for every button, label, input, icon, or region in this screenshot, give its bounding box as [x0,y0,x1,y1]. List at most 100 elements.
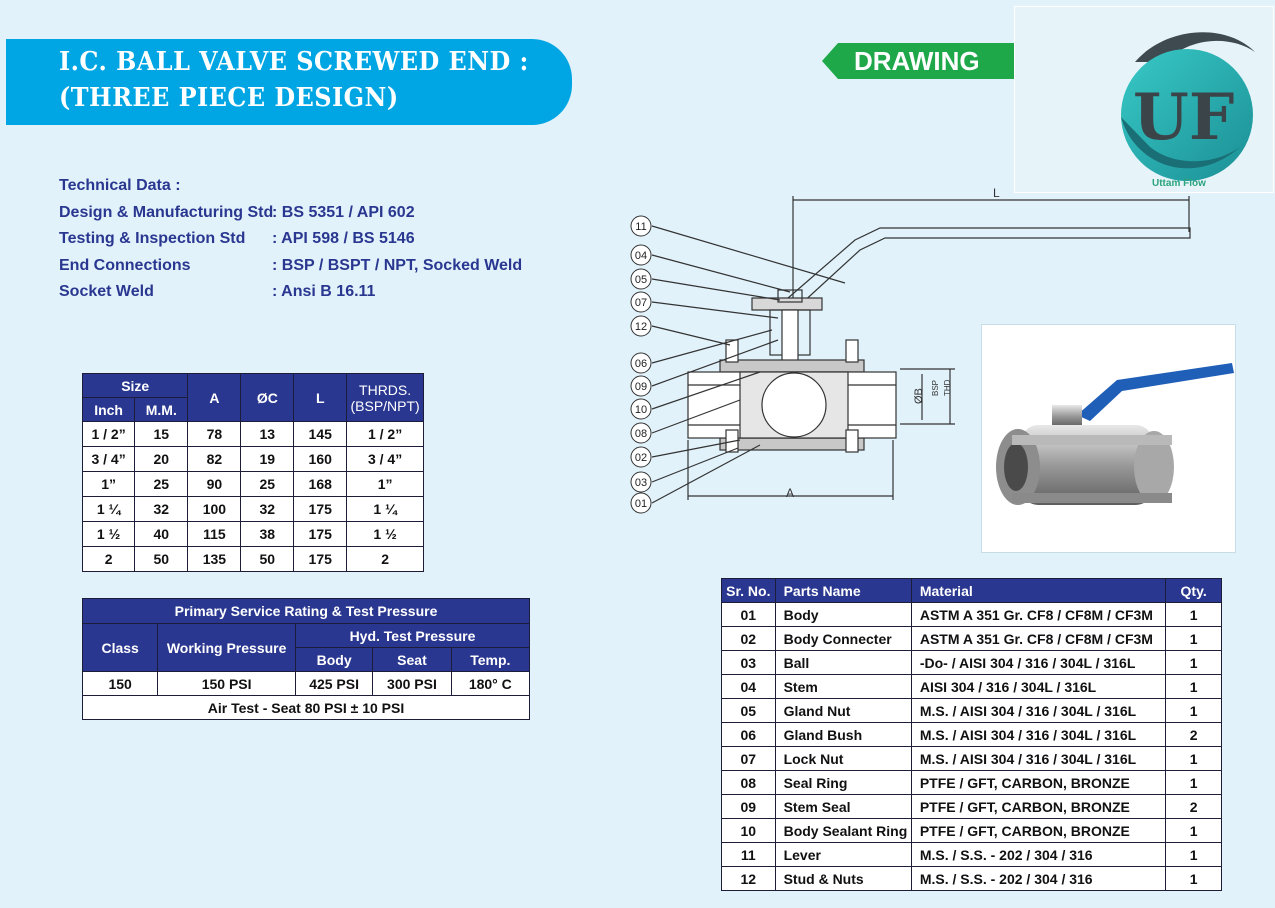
callout-label: 11 [635,221,646,233]
callout-circle-icon [630,244,652,266]
dim-bsp-label: BSP [931,380,940,396]
size-cell: 3 / 4” [81,446,136,472]
dim-l-label: L [993,186,1000,200]
size-cell: 115 [187,521,242,547]
parts-cell: Stud & Nuts [774,866,912,891]
callout-circle-icon [630,375,652,397]
size-cell: 32 [134,496,189,522]
size-cell: 1 ½ [346,521,424,547]
qty-header: Qty. [1165,578,1222,603]
size-cell: 160 [293,446,348,472]
callout-label: 05 [635,274,647,286]
parts-cell: 01 [721,602,776,627]
size-cell: 40 [134,521,189,547]
c-header: ØC [240,373,295,422]
inch-header: Inch [81,397,136,422]
parts-cell: Seal Ring [774,770,912,795]
size-cell: 175 [293,496,348,522]
parts-cell: Body Sealant Ring [774,818,912,843]
parts-cell: ASTM A 351 Gr. CF8 / CF8M / CF3M [910,626,1167,651]
tech-value-design: : BS 5351 / API 602 [272,204,415,221]
parts-cell: Ball [774,650,912,675]
air-test: Air Test - Seat 80 PSI ± 10 PSI [82,695,530,720]
parts-cell: 1 [1165,698,1222,723]
size-cell: 2 [81,546,136,572]
parts-cell: Body [774,602,912,627]
callout-circle-icon [630,446,652,468]
callout-label: 02 [635,452,647,464]
pressure-table: Primary Service Rating & Test Pressure C… [81,598,531,720]
dim-b-label: ØB [913,388,925,404]
parts-cell: 12 [721,866,776,891]
parts-cell: 05 [721,698,776,723]
tech-value-end: : BSP / BSPT / NPT, Socked Weld [272,257,523,274]
size-cell: 100 [187,496,242,522]
size-cell: 13 [240,421,295,447]
hyd-header: Hyd. Test Pressure [294,623,531,648]
size-cell: 15 [134,421,189,447]
callout-circle-icon [630,291,652,313]
a-header: A [187,373,242,422]
size-cell: 168 [293,471,348,497]
valve-photo [981,324,1236,553]
parts-name-header: Parts Name [774,578,912,603]
size-cell: 82 [187,446,242,472]
page-title: I.C. BALL VALVE SCREWED END : (THREE PIE… [59,44,529,116]
parts-cell: 09 [721,794,776,819]
body-value: 425 PSI [294,671,374,696]
parts-cell: PTFE / GFT, CARBON, BRONZE [910,794,1167,819]
parts-cell: PTFE / GFT, CARBON, BRONZE [910,818,1167,843]
size-cell: 2 [346,546,424,572]
size-cell: 50 [240,546,295,572]
thrds-header-line1: THRDS. [359,381,412,398]
callout-label: 07 [635,297,647,309]
mm-header: M.M. [134,397,189,422]
seat-value: 300 PSI [372,671,452,696]
tech-label-end: End Connections [59,257,191,274]
parts-cell: 1 [1165,674,1222,699]
parts-cell: M.S. / AISI 304 / 316 / 304L / 316L [910,722,1167,747]
callout-label: 08 [635,428,647,440]
parts-cell: 10 [721,818,776,843]
size-cell: 25 [134,471,189,497]
size-cell: 32 [240,496,295,522]
callout-circle-icon [630,352,652,374]
size-cell: 19 [240,446,295,472]
temp-header: Temp. [450,647,531,672]
size-cell: 175 [293,521,348,547]
callout-label: 06 [635,358,647,370]
parts-cell: AISI 304 / 316 / 304L / 316L [910,674,1167,699]
parts-cell: 11 [721,842,776,867]
dim-a-label: A [786,486,794,500]
callout-label: 04 [635,250,647,262]
temp-value: 180° C [450,671,531,696]
parts-cell: 1 [1165,770,1222,795]
callout-circle-icon [630,471,652,493]
parts-cell: Lock Nut [774,746,912,771]
tech-label-socket: Socket Weld [59,283,154,300]
page-title-line2: (THREE PIECE DESIGN) [59,83,399,113]
logo-circle-icon [1121,49,1253,181]
callout-circle-icon [630,315,652,337]
parts-cell: 03 [721,650,776,675]
parts-cell: 06 [721,722,776,747]
parts-cell: 04 [721,674,776,699]
parts-cell: Gland Bush [774,722,912,747]
callout-circle-icon [630,268,652,290]
uf-logo: UF [1121,32,1255,181]
logo-box: UF [1014,6,1274,193]
parts-cell: Stem Seal [774,794,912,819]
callout-label: 10 [635,404,647,416]
size-cell: 1” [346,471,424,497]
working-header: Working Pressure [157,623,296,672]
size-header: Size [81,373,189,398]
tech-label-design: Design & Manufacturing Std [59,204,274,221]
